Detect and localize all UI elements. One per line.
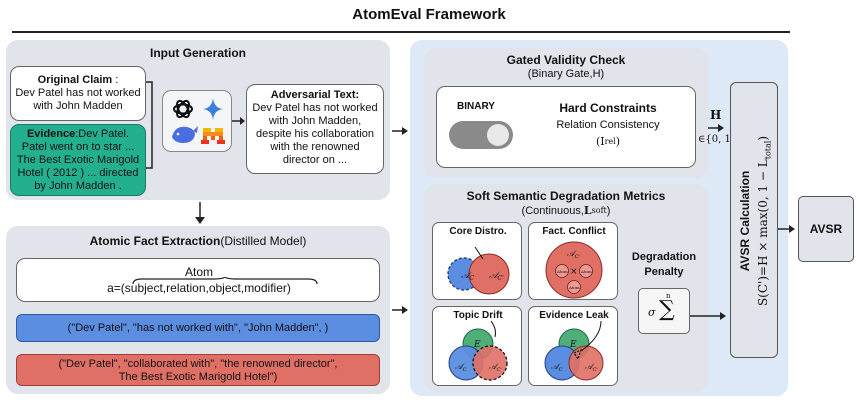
arrow-input-to-gated bbox=[392, 127, 408, 135]
original-claim-label: Original Claim bbox=[37, 74, 113, 86]
toggle-knob bbox=[487, 124, 509, 146]
mistral-icon bbox=[201, 128, 225, 144]
framework-title: AtomEval Framework bbox=[352, 6, 506, 23]
arrow-penalty-to-avsr bbox=[690, 312, 726, 320]
arrow-input-to-atomic bbox=[195, 202, 205, 224]
gated-title: Gated Validity Check bbox=[506, 53, 626, 67]
atomic-fact-2: ("Dev Patel", "collaborated with", "the … bbox=[16, 354, 380, 386]
h-symbol: H bbox=[710, 108, 722, 122]
arrow-llm-to-adversarial bbox=[232, 117, 245, 125]
soft-title: Soft Semantic Degradation Metrics bbox=[466, 189, 666, 203]
evidence-leak-label: Evidence Leak bbox=[539, 310, 609, 321]
svg-text:𝒜C': 𝒜C' bbox=[489, 362, 502, 373]
arrow-gated-to-h bbox=[708, 124, 724, 132]
adversarial-text-box: Adversarial Text: Dev Patel has not work… bbox=[246, 84, 384, 174]
core-set-cp: 𝒜C' bbox=[489, 271, 504, 282]
gated-inner-box: BINARY Hard Constraints Relation Consist… bbox=[436, 86, 696, 168]
svg-text:E: E bbox=[569, 340, 577, 350]
adversarial-text: Dev Patel has not worked with John Madde… bbox=[252, 102, 378, 166]
evidence-text: :Dev Patel. Patel went on to star ... Th… bbox=[16, 128, 140, 192]
input-bracket bbox=[146, 81, 153, 169]
svg-text:Atom: Atom bbox=[568, 285, 580, 290]
core-distro-venn: 𝒜C 𝒜C' bbox=[447, 246, 510, 295]
topic-drift-venn: E 𝒜C 𝒜C' bbox=[448, 320, 508, 381]
avsr-output-box: AVSR bbox=[798, 196, 854, 262]
gated-validity-panel: Gated Validity Check (Binary Gate,H) BIN… bbox=[424, 48, 708, 178]
binary-label: BINARY bbox=[457, 101, 495, 112]
atomic-fact-title: Atomic Fact Extraction(Distilled Model) bbox=[89, 234, 307, 248]
gemini-icon bbox=[203, 98, 223, 120]
atom-formula: a=(subject,relation,object,modifier) bbox=[107, 281, 291, 295]
fact-conflict-card: Fact. Conflict 𝒜C' Atom Atom Atom × bbox=[528, 222, 618, 300]
original-claim-box: Original Claim : Dev Patel has not worke… bbox=[10, 66, 146, 121]
title-rule bbox=[12, 31, 790, 33]
openai-icon bbox=[173, 99, 193, 119]
core-distro-label: Core Distro. bbox=[449, 226, 507, 237]
input-generation-title: Input Generation bbox=[150, 46, 246, 60]
svg-text:×: × bbox=[570, 267, 578, 277]
arrow-atomic-to-soft bbox=[392, 306, 408, 314]
core-set-c: 𝒜C bbox=[461, 271, 475, 282]
atom-definition-box: Atom a=(subject,relation,object,modifier… bbox=[16, 258, 380, 302]
svg-text:𝒜C': 𝒜C' bbox=[585, 362, 598, 373]
svg-text:Atom: Atom bbox=[556, 269, 568, 274]
input-generation-panel: Input Generation Original Claim : Dev Pa… bbox=[6, 40, 390, 200]
deepseek-icon bbox=[172, 126, 198, 143]
atomic-fact-panel: Atomic Fact Extraction(Distilled Model) … bbox=[6, 226, 390, 394]
evidence-leak-venn: E 𝒜C 𝒜C' bbox=[544, 320, 604, 381]
original-claim-text: Dev Patel has not worked with John Madde… bbox=[15, 87, 141, 112]
avsr-calc-title: AVSR Calculation bbox=[737, 170, 752, 272]
svg-text:𝒜C: 𝒜C bbox=[455, 362, 467, 373]
topic-drift-card: Topic Drift E 𝒜C 𝒜C' bbox=[432, 306, 522, 386]
binary-toggle[interactable] bbox=[449, 121, 513, 149]
gated-subtitle: (Binary Gate,H) bbox=[527, 68, 605, 80]
adversarial-label: Adversarial Text: bbox=[270, 89, 360, 101]
degradation-penalty-label: Degradation Penalty bbox=[631, 251, 697, 278]
soft-semantic-panel: Soft Semantic Degradation Metrics (Conti… bbox=[424, 184, 708, 392]
sigma-sum-box: σ n ∑ bbox=[638, 288, 690, 334]
svg-text:𝒜C: 𝒜C bbox=[551, 362, 563, 373]
hard-constraints-sub: Relation Consistency bbox=[556, 119, 660, 131]
svg-text:Atom: Atom bbox=[580, 269, 592, 274]
arrow-calc-to-avsr bbox=[778, 225, 795, 233]
atom-label: Atom bbox=[184, 265, 213, 279]
svg-text:E: E bbox=[473, 340, 481, 350]
core-distro-card: Core Distro. 𝒜C 𝒜C' bbox=[432, 222, 522, 300]
topic-drift-label: Topic Drift bbox=[453, 310, 503, 321]
fact-conflict-label: Fact. Conflict bbox=[542, 226, 606, 237]
svg-text:𝒜C': 𝒜C' bbox=[567, 249, 580, 260]
h-domain: ∈{0, 1} bbox=[698, 134, 738, 145]
atom-brace bbox=[132, 277, 318, 285]
atomic-fact-1: ("Dev Patel", "has not worked with", "Jo… bbox=[16, 314, 380, 342]
evidence-leak-card: Evidence Leak E 𝒜C 𝒜C' bbox=[528, 306, 618, 386]
hard-constraints-title: Hard Constraints bbox=[559, 101, 657, 115]
evidence-label: Evidence bbox=[26, 128, 76, 140]
avsr-calculation-box: AVSR Calculation S(C')=H × max(0, 1 − Lt… bbox=[730, 82, 778, 358]
fact-conflict-diagram: 𝒜C' Atom Atom Atom × bbox=[545, 241, 603, 299]
llm-icons-box bbox=[162, 90, 232, 152]
evidence-box: Evidence:Dev Patel. Patel went on to sta… bbox=[10, 124, 146, 196]
sum-icon: ∑ bbox=[659, 297, 675, 322]
avsr-formula: S(C')=H × max(0, 1 − Ltotal) bbox=[755, 135, 773, 307]
